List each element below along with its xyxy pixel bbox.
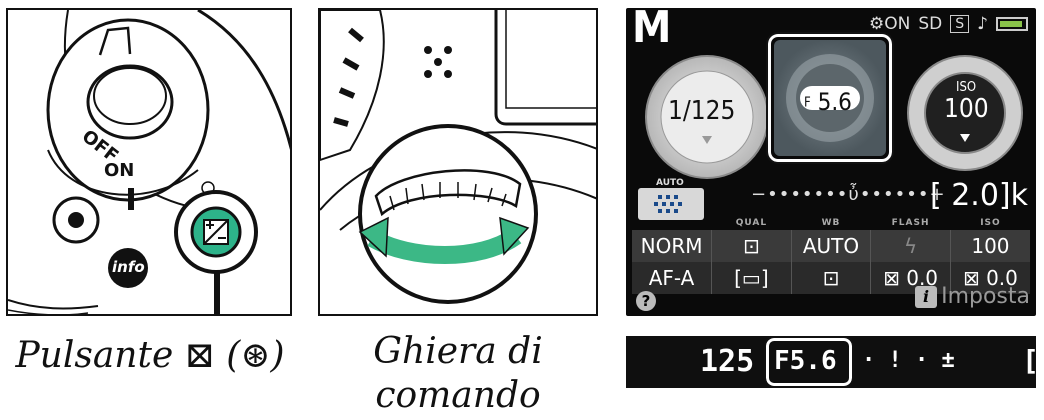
camera-buttons-illustration: OFF ON info [6, 8, 292, 316]
info-button[interactable]: info [112, 258, 145, 276]
label-iso: ISO [980, 218, 1001, 228]
metering-icon: ⊡ [822, 266, 840, 290]
white-balance-value: AUTO [802, 234, 860, 258]
camera-top-svg [8, 10, 290, 314]
info-i-icon: i [915, 285, 938, 308]
exposure-meter: −•••••••ὖ••••••+ [751, 184, 946, 205]
vf-meter: · ! · ± [862, 348, 955, 373]
exposure-comp-value: ⊠ 0.0 [962, 266, 1018, 290]
iso-cell[interactable]: ISO 100 [950, 218, 1030, 262]
caption-ghiera-line1: Ghiera di [373, 331, 543, 372]
label-qual: QUAL [735, 218, 768, 228]
vf-aperture-frame [764, 336, 854, 388]
flash-icon: ϟ [903, 234, 918, 258]
settings-row-1: NORM QUAL ⊡ WB AUTO FLASH ϟ ISO 100 [632, 218, 1030, 262]
iso-setting-value: 100 [971, 234, 1010, 258]
image-quality-value: NORM [640, 234, 703, 258]
command-dial-svg [320, 10, 596, 304]
af-area-cell[interactable]: [▭] [711, 262, 792, 294]
aperture-dial[interactable] [774, 40, 886, 156]
focus-mode-cell[interactable]: AF-A [632, 262, 713, 294]
exposure-comp-cell[interactable]: ⊠ 0.0 [950, 262, 1030, 294]
aperture-prefix: F [804, 95, 811, 111]
image-size-cell[interactable]: QUAL ⊡ [711, 218, 792, 262]
iso-dial[interactable] [904, 52, 1026, 174]
aperture-highlight-frame [766, 32, 894, 164]
af-grid-icon [654, 195, 682, 213]
status-sd: SD [918, 14, 943, 34]
info-display: M ⚙ON SD S ♪ 1/125 F 5.6 ISO 100 [626, 8, 1036, 316]
vf-bracket: [ [1022, 344, 1039, 377]
caption-ghiera-line2: comando [375, 375, 541, 416]
af-area-auto-label: AUTO [656, 178, 684, 188]
aperture-value: F 5.6 [804, 88, 852, 116]
settings-table: NORM QUAL ⊡ WB AUTO FLASH ϟ ISO 100 AF-A [▭]… [632, 218, 1030, 294]
focus-mode-value: AF-A [648, 266, 695, 290]
metering-cell[interactable]: ⊡ [791, 262, 872, 294]
label-flash: FLASH [891, 218, 930, 228]
caption-ghiera: Ghiera di comando [318, 330, 598, 418]
status-auto-iso: ⚙ON [869, 14, 911, 34]
af-area-value: [▭] [734, 266, 769, 290]
flash-cell[interactable]: FLASH ϟ [870, 218, 951, 262]
command-dial-illustration [318, 8, 598, 316]
af-area-mode-button[interactable] [638, 188, 704, 220]
viewfinder-display: 125 F5.6 · ! · ± [ [626, 336, 1039, 388]
help-icon[interactable]: ? [636, 291, 656, 311]
flash-comp-cell[interactable]: ⊠ 0.0 [870, 262, 951, 294]
imposta-label: Imposta [941, 284, 1030, 309]
iso-label: ISO [956, 80, 977, 95]
image-quality-cell[interactable]: NORM [632, 230, 713, 262]
power-label-on: ON [104, 160, 135, 181]
vf-shutter: 125 [700, 344, 755, 379]
shutter-speed-value: 1/125 [668, 96, 736, 126]
label-wb: WB [821, 218, 841, 228]
image-size-value: ⊡ [743, 234, 760, 258]
aperture-number: 5.6 [817, 88, 852, 116]
white-balance-cell[interactable]: WB AUTO [791, 218, 872, 262]
battery-icon [996, 17, 1028, 31]
shooting-mode: M [632, 8, 672, 53]
shots-remaining: [ 2.0]k [929, 178, 1028, 213]
iso-value: 100 [944, 94, 989, 124]
status-bar: ⚙ON SD S ♪ [869, 14, 1028, 34]
settings-row-2: AF-A [▭] ⊡ ⊠ 0.0 ⊠ 0.0 [632, 262, 1030, 294]
vf-aperture: F5.6 [774, 346, 837, 376]
caption-pulsante: Pulsante ⊠ (⊛) [15, 335, 285, 376]
imposta-button[interactable]: i Imposta [915, 284, 1030, 309]
shutter-speed-dial[interactable] [642, 52, 772, 182]
beep-icon: ♪ [977, 14, 988, 34]
status-s: S [950, 15, 970, 33]
